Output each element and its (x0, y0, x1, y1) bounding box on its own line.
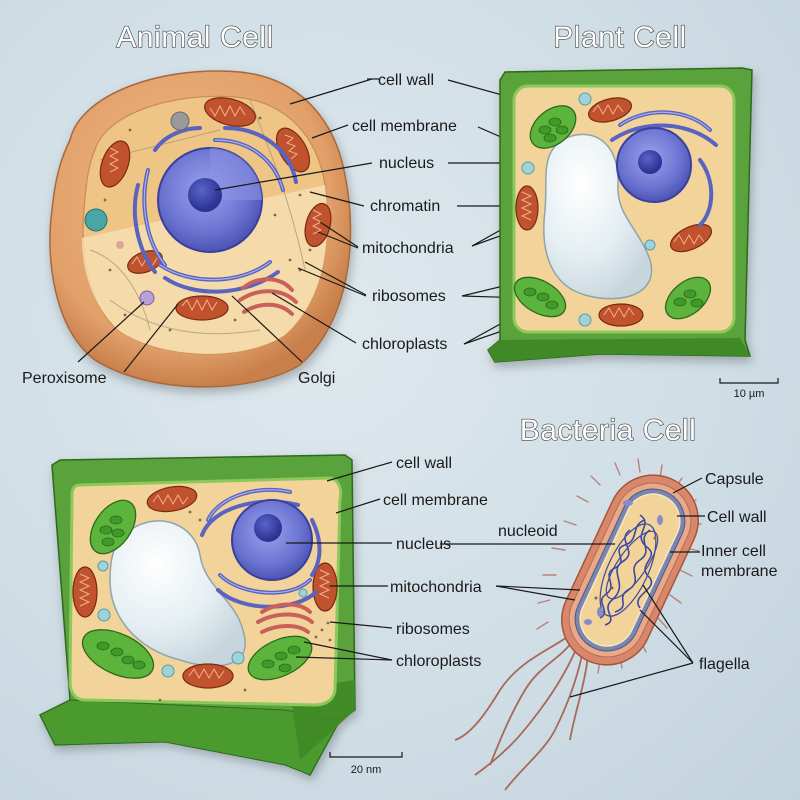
scale-bar-10um: 10 µm (719, 378, 779, 400)
label-ribosomes: ribosomes (372, 288, 446, 305)
plant-bottom-vacuole (109, 520, 246, 667)
label-bottom-mitochondria: mitochondria (390, 579, 482, 596)
animal-mitochondrion (204, 97, 256, 127)
bacteria-nucleoid (599, 514, 659, 626)
bacteria-cell-title: Bacteria Cell (520, 414, 697, 447)
plant-top-mitochondrion (669, 223, 713, 253)
label-cell-membrane: cell membrane (352, 118, 457, 135)
scale-bar-10um-label: 10 µm (734, 388, 765, 400)
label-bottom-nucleus: nucleus (396, 536, 451, 553)
label-bottom-chloroplasts: chloroplasts (396, 653, 481, 670)
label-chloroplasts: chloroplasts (362, 336, 447, 353)
animal-mitochondrion (99, 140, 131, 188)
plant-top-chloroplast (513, 276, 567, 318)
label-nucleoid: nucleoid (498, 523, 558, 540)
plant-bottom-mitochondrion (312, 562, 338, 612)
label-bottom-cell-membrane: cell membrane (383, 492, 488, 509)
bacteria-labels: Capsule Cell wall Inner cell membrane nu… (440, 471, 778, 698)
plant-cell-bottom (38, 454, 356, 776)
label-bacteria-cell-wall: Cell wall (707, 509, 767, 526)
animal-vesicle (170, 111, 190, 131)
plant-top-chloroplast (664, 276, 712, 320)
plant-bottom-golgi (256, 602, 314, 634)
label-peroxisome: Peroxisome (22, 370, 107, 387)
label-inner-cell-membrane-2: membrane (701, 563, 778, 580)
plant-bottom-chloroplast (247, 635, 313, 681)
plant-bottom-chloroplast (89, 499, 137, 555)
label-cell-wall: cell wall (378, 72, 434, 89)
animal-golgi (238, 277, 298, 316)
bacteria-cell (454, 458, 702, 791)
plant-top-mitochondrion (598, 303, 644, 327)
animal-nucleolus (188, 178, 222, 212)
animal-lysosome (84, 208, 108, 232)
label-golgi: Golgi (298, 370, 335, 387)
plant-cell-title: Plant Cell (553, 21, 686, 54)
label-mitochondria: mitochondria (362, 240, 454, 257)
peroxisome (139, 290, 155, 306)
plant-bottom-mitochondrion (182, 663, 234, 689)
label-bottom-cell-wall: cell wall (396, 455, 452, 472)
animal-cell (49, 70, 352, 388)
plant-bottom-mitochondrion (146, 485, 198, 513)
plant-bottom-chloroplast (81, 629, 155, 679)
bacteria-flagella (454, 634, 590, 791)
animal-mitochondrion (175, 295, 229, 321)
bottom-plant-labels: cell wall cell membrane nucleus mitochon… (286, 455, 488, 670)
animal-cell-title: Animal Cell (116, 21, 273, 54)
label-chromatin: chromatin (370, 198, 440, 215)
label-nucleus: nucleus (379, 155, 434, 172)
label-flagella: flagella (699, 656, 750, 673)
animal-mitochondrion (275, 127, 311, 173)
label-bottom-ribosomes: ribosomes (396, 621, 470, 638)
scale-bar-20nm-label: 20 nm (351, 764, 382, 776)
scale-bar-20nm: 20 nm (329, 752, 403, 776)
plant-top-chloroplast (529, 105, 577, 149)
plant-top-mitochondrion (515, 185, 539, 231)
plant-cell-top (487, 67, 753, 363)
plant-top-mitochondrion (587, 97, 633, 123)
label-inner-cell-membrane-1: Inner cell (701, 543, 766, 560)
plant-bottom-mitochondrion (72, 566, 98, 618)
label-capsule: Capsule (705, 471, 764, 488)
